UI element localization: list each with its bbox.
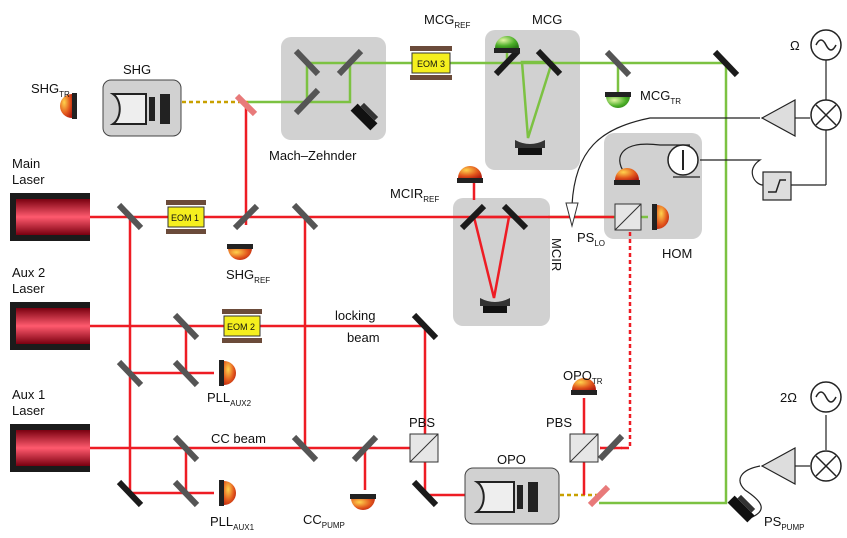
curved-mirror-icons	[350, 102, 756, 523]
locking-beam-label-line2: beam	[347, 330, 380, 345]
green-beam-dashed	[182, 100, 598, 497]
shg-label: SHG	[123, 62, 151, 77]
opo-tr-label: OPOTR	[563, 368, 603, 386]
shg-tr-photodetector-icon	[60, 93, 77, 119]
eom1-icon	[166, 200, 206, 234]
mcg-tr-label: MCGTR	[640, 88, 681, 106]
mixer-2omega-icon	[810, 450, 842, 482]
lowpass-filter-icon	[762, 171, 792, 201]
pbs-left-label: PBS	[409, 415, 435, 430]
eom3-icon	[410, 46, 452, 80]
mach-zehnder-label: Mach–Zehnder	[269, 148, 357, 163]
two-omega-label: 2Ω	[780, 390, 797, 405]
sine-source-omega-icon	[810, 29, 842, 61]
pll-aux2-label: PLLAUX2	[207, 390, 252, 408]
cc-pump-label: CCPUMP	[303, 512, 345, 530]
shg-cavity	[102, 79, 182, 137]
amplifier-2omega-icon	[760, 446, 796, 486]
eom2-label: EOM 2	[227, 322, 255, 332]
mcg-label: MCG	[532, 12, 562, 27]
hom-label: HOM	[662, 246, 692, 261]
beam-splitter-icons	[409, 203, 642, 463]
aux1-laser-icon	[10, 424, 90, 472]
mirror-icons	[116, 48, 740, 508]
locking-beam-label-line1: locking	[335, 308, 375, 323]
photodetector-icons	[219, 36, 669, 510]
aux2-laser-label-line1: Aux 2	[12, 265, 45, 280]
shg-tr-label: SHGTR	[31, 81, 70, 99]
eom2-icon	[222, 309, 262, 343]
main-laser-label-line1: Main	[12, 156, 40, 171]
ps-lo-label: PSLO	[577, 230, 605, 248]
mcir-ref-label: MCIRREF	[390, 186, 439, 204]
ps-pump-label: PSPUMP	[764, 514, 804, 532]
omega-label: Ω	[790, 38, 800, 53]
aux1-laser-label-line1: Aux 1	[12, 387, 45, 402]
opo-label: OPO	[497, 452, 526, 467]
aux2-laser-icon	[10, 302, 90, 350]
hom-subtractor-icon	[667, 144, 699, 176]
main-laser-icon	[10, 193, 90, 241]
opo-cavity	[464, 467, 560, 525]
cc-beam-label: CC beam	[211, 431, 266, 446]
red-beam-dashed	[600, 225, 632, 450]
mcg-ref-label: MCGREF	[424, 12, 470, 30]
shg-ref-label: SHGREF	[226, 267, 270, 285]
eom1-label: EOM 1	[171, 213, 199, 223]
pbs-right-label: PBS	[546, 415, 572, 430]
mixer-omega-icon	[810, 99, 842, 131]
mcir-label: MCIR	[549, 238, 564, 271]
amplifier-omega-icon	[760, 98, 796, 138]
pll-aux1-label: PLLAUX1	[210, 514, 255, 532]
ps-lo-phase-shifter-icon	[565, 202, 579, 228]
aux1-laser-label-line2: Laser	[12, 403, 45, 418]
signal-wires	[571, 60, 827, 519]
eom3-label: EOM 3	[417, 59, 445, 69]
aux2-laser-label-line2: Laser	[12, 281, 45, 296]
main-laser-label-line2: Laser	[12, 172, 45, 187]
sine-source-2omega-icon	[810, 381, 842, 413]
